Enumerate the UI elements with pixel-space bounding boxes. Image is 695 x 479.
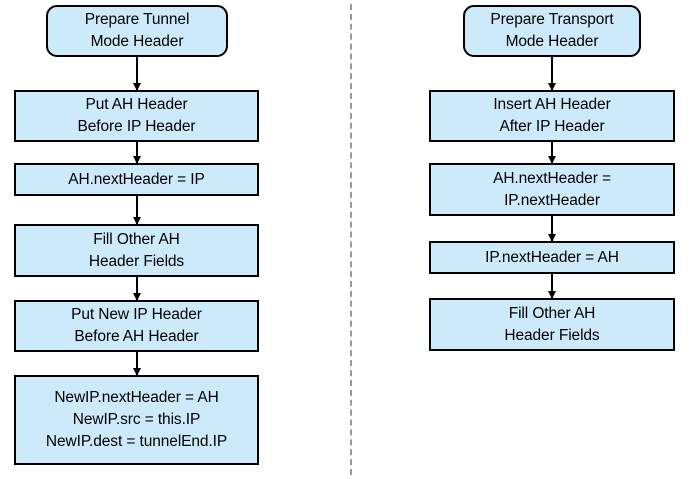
node-tunnel-step-3[interactable]: Fill Other AH Header Fields xyxy=(14,224,259,277)
node-label-line: Insert AH Header xyxy=(493,96,611,113)
node-label-line: IP.nextHeader xyxy=(504,191,600,209)
node-label-line: AH.nextHeader = IP xyxy=(68,170,205,188)
node-label-line: NewIP.src = this.IP xyxy=(72,411,201,428)
tunnel-arrow-5-connector xyxy=(136,352,138,375)
node-label-line: Mode Header xyxy=(505,33,599,50)
transport-arrow-2-connector xyxy=(551,142,553,163)
node-tunnel-step-2[interactable]: AH.nextHeader = IP xyxy=(14,163,259,196)
vertical-dashed-separator xyxy=(350,4,352,475)
transport-arrow-1-connector xyxy=(551,57,553,90)
node-transport-step-3[interactable]: IP.nextHeader = AH xyxy=(429,241,675,274)
transport-arrow-4-connector xyxy=(551,274,553,298)
node-label-line: Before IP Header xyxy=(77,118,196,135)
tunnel-arrow-4-connector xyxy=(136,277,138,300)
node-label-line: NewIP.nextHeader = AH xyxy=(54,389,219,406)
node-label-line: Put New IP Header xyxy=(71,306,202,323)
transport-arrow-3-connector xyxy=(551,216,553,241)
tunnel-arrow-1-connector xyxy=(136,57,138,90)
node-transport-step-4[interactable]: Fill Other AH Header Fields xyxy=(429,298,675,351)
node-label-line: Before AH Header xyxy=(74,328,199,345)
node-label-line: After IP Header xyxy=(499,118,605,135)
node-label-line: Header Fields xyxy=(88,252,185,270)
tunnel-arrow-2-connector xyxy=(136,142,138,163)
node-label-line: Mode Header xyxy=(90,33,184,50)
node-label-line: Fill Other AH xyxy=(508,304,596,322)
node-transport-step-2[interactable]: AH.nextHeader = IP.nextHeader xyxy=(429,163,675,216)
tunnel-arrow-3-connector xyxy=(136,196,138,224)
node-tunnel-step-5[interactable]: NewIP.nextHeader = AH NewIP.src = this.IP… xyxy=(14,375,259,465)
node-label-line: Put AH Header xyxy=(85,96,188,113)
node-label-line: NewIP.dest = tunnelEnd.IP xyxy=(45,433,228,450)
node-label-line: Header Fields xyxy=(504,326,600,344)
node-label-line: AH.nextHeader = xyxy=(493,169,611,187)
node-label-line: IP.nextHeader = AH xyxy=(485,248,619,266)
node-label-line: Prepare Transport xyxy=(490,11,614,28)
node-label-line: Fill Other AH xyxy=(93,230,180,248)
node-label-line: Prepare Tunnel xyxy=(84,11,190,28)
